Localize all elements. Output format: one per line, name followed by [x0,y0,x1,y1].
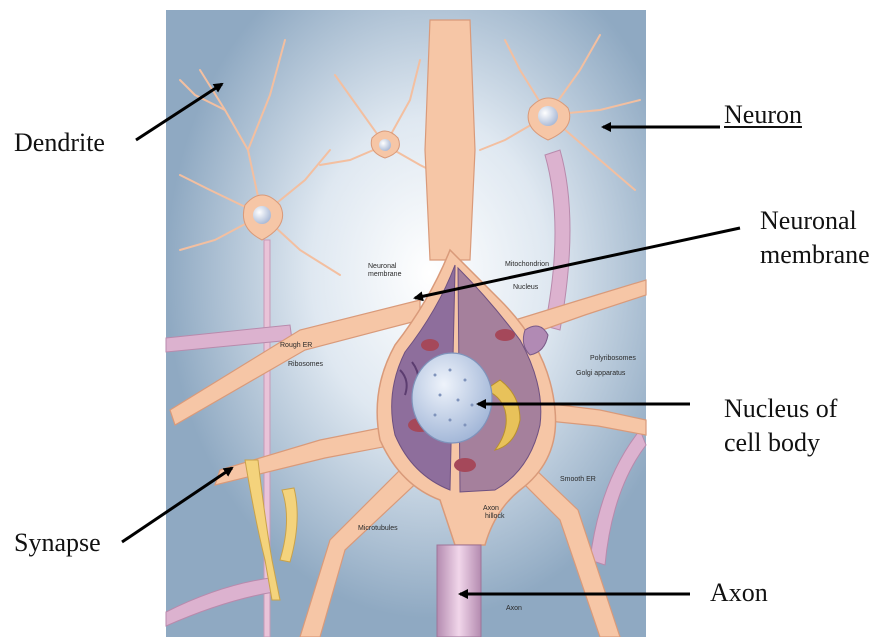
label-polyribosomes: Polyribosomes [590,355,636,362]
illustration-panel: Neuronal membrane Mitochondrion Nucleus … [166,10,646,637]
label-rough-er: Rough ER [280,342,312,349]
axon-shape [437,545,481,637]
nucleus-label-line2: cell body [724,428,820,458]
label-microtubules: Microtubules [358,525,398,532]
neuronal-label-line2: membrane [760,240,870,270]
label-neuronal-1: Neuronal [368,263,397,270]
nucleus-label-line1: Nucleus of [724,394,837,424]
neuron-label: Neuron [724,100,802,130]
label-smooth-er: Smooth ER [560,476,596,483]
label-axon-small: Axon [506,605,522,612]
axon-label: Axon [710,578,768,608]
neuronal-label-line1: Neuronal [760,206,857,236]
nucleus-shape [412,353,492,443]
label-axon-hillock-1: Axon [483,505,499,512]
label-golgi: Golgi apparatus [576,370,626,377]
label-nucleus-small: Nucleus [513,284,539,291]
label-axon-hillock-2: hillock [485,513,505,520]
label-ribosomes: Ribosomes [288,361,324,368]
synapse-label: Synapse [14,528,101,558]
dendrite-label: Dendrite [14,128,105,158]
label-mitochondrion: Mitochondrion [505,261,549,268]
label-neuronal-2: membrane [368,271,402,278]
